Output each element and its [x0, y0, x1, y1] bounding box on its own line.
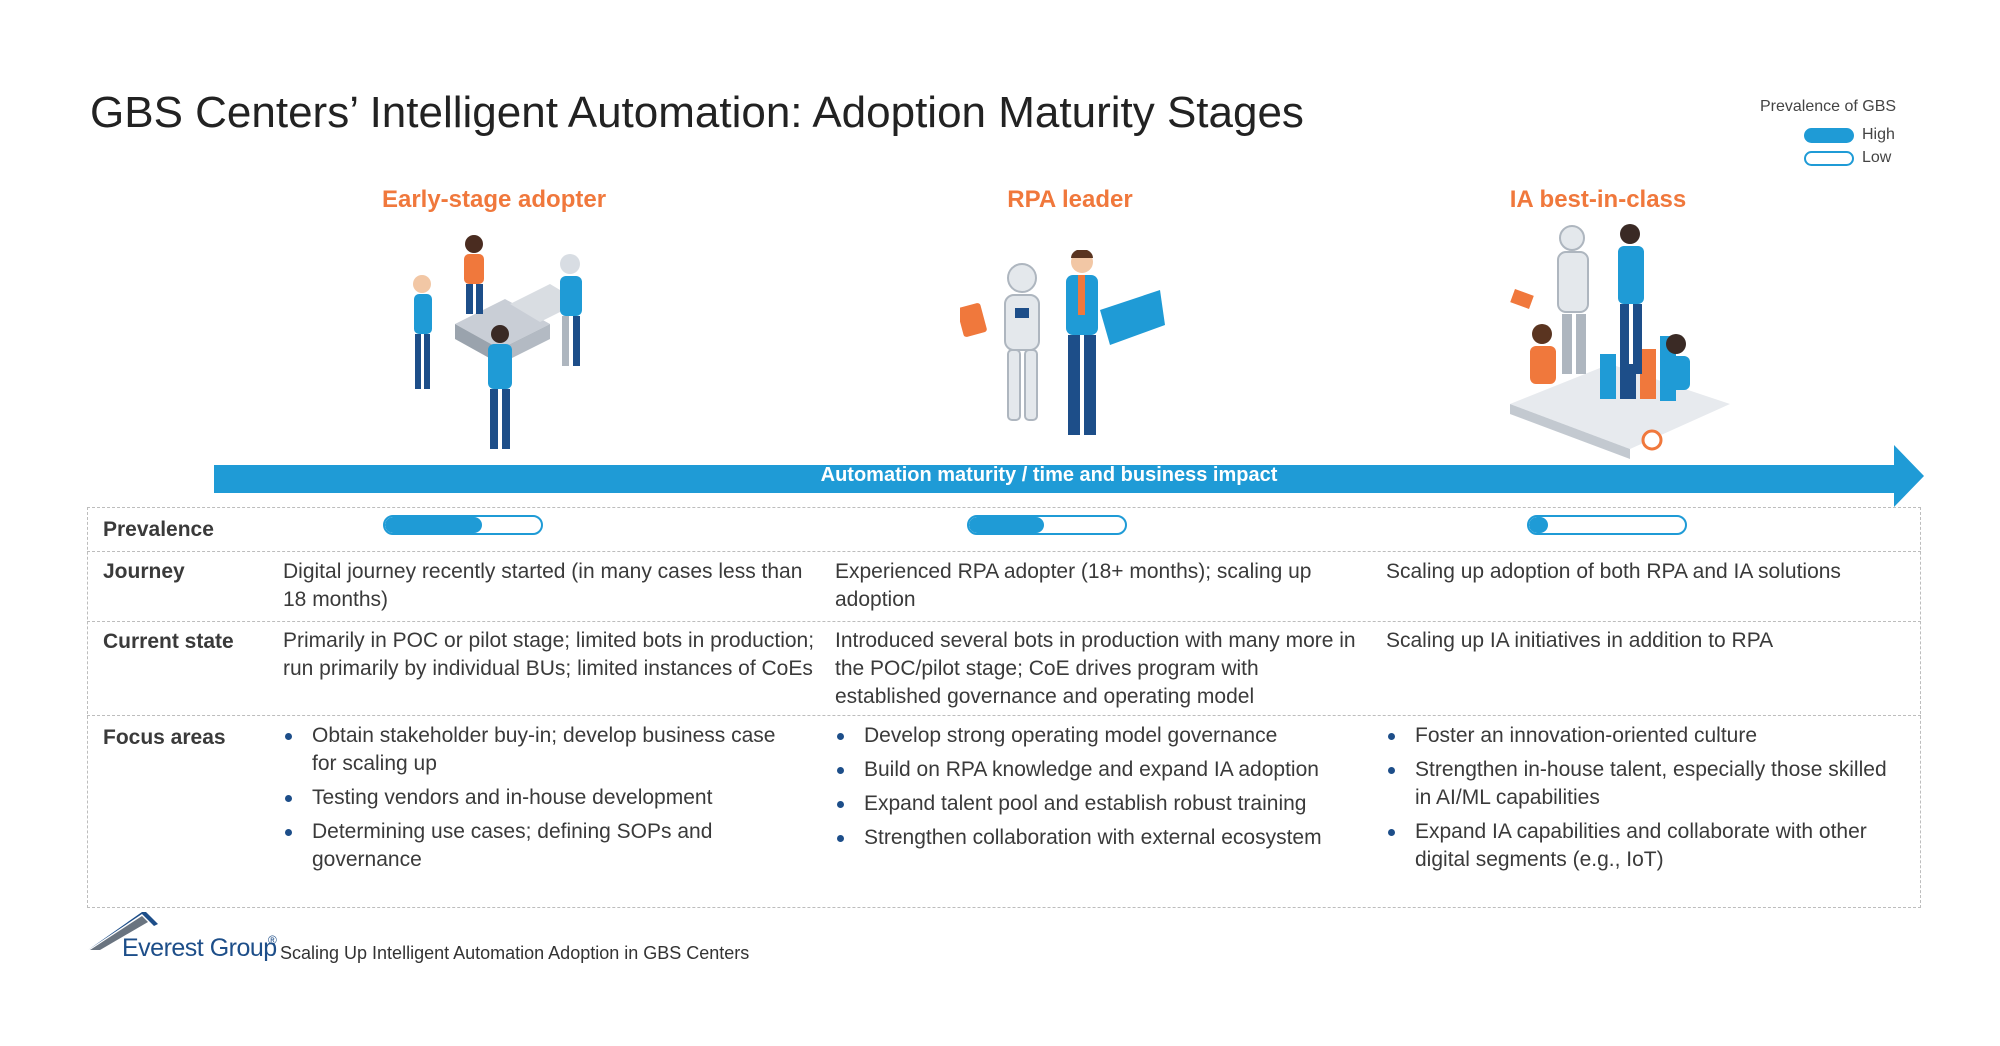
current-state-rpa: Introduced several bots in production wi… — [835, 629, 1356, 708]
footer-caption: Scaling Up Intelligent Automation Adopti… — [280, 943, 750, 963]
prevalence-bar-rpa — [967, 515, 1127, 535]
row-divider — [87, 551, 1921, 552]
list-item: Strengthen collaboration with external e… — [835, 824, 1370, 852]
prevalence-fill — [969, 517, 1044, 533]
list-item: Expand IA capabilities and collaborate w… — [1386, 818, 1906, 874]
everest-group-logo-mark — [88, 912, 158, 950]
list-item: Develop strong operating model governanc… — [835, 722, 1370, 750]
legend-high: High — [1804, 126, 1895, 144]
current-state-early: Primarily in POC or pilot stage; limited… — [283, 629, 815, 680]
maturity-arrow-label: Automation maturity / time and business … — [820, 464, 1278, 486]
prevalence-fill — [385, 517, 482, 533]
legend-high-swatch — [1804, 127, 1854, 143]
row-label-current-state: Current state — [103, 630, 234, 653]
prevalence-bar-early — [383, 515, 543, 535]
list-item: Build on RPA knowledge and expand IA ado… — [835, 756, 1370, 784]
legend-low: Low — [1804, 149, 1891, 167]
list-item: Strengthen in-house talent, especially t… — [1386, 756, 1906, 812]
legend-low-swatch — [1804, 150, 1854, 166]
maturity-arrow — [214, 445, 1924, 507]
list-item: Determining use cases; defining SOPs and… — [283, 818, 803, 874]
legend-title: Prevalence of GBS — [1760, 98, 1897, 115]
everest-group-logo-text: Everest Group — [122, 934, 277, 962]
puzzle-team-illustration — [413, 235, 582, 449]
ia-team-illustration — [1510, 224, 1730, 459]
focus-list-early: Obtain stakeholder buy-in; develop busin… — [283, 722, 803, 880]
stage-title-ia: IA best-in-class — [1509, 186, 1687, 213]
robot-businessman-illustration — [960, 250, 1165, 435]
maturity-table — [87, 507, 1921, 908]
legend-high-label: High — [1862, 126, 1895, 143]
legend-low-label: Low — [1862, 149, 1892, 166]
focus-list-ia: Foster an innovation-oriented culture St… — [1386, 722, 1906, 880]
row-divider — [87, 715, 1921, 716]
prevalence-bar-ia — [1527, 515, 1687, 535]
current-state-ia: Scaling up IA initiatives in addition to… — [1386, 629, 1774, 652]
row-label-prevalence: Prevalence — [103, 518, 214, 541]
journey-ia: Scaling up adoption of both RPA and IA s… — [1386, 560, 1841, 583]
list-item: Foster an innovation-oriented culture — [1386, 722, 1906, 750]
row-divider — [87, 621, 1921, 622]
stage-title-early: Early-stage adopter — [381, 186, 607, 213]
registered-mark: ® — [268, 933, 277, 947]
prevalence-fill — [1529, 517, 1548, 533]
list-item: Expand talent pool and establish robust … — [835, 790, 1370, 818]
page-title: GBS Centers’ Intelligent Automation: Ado… — [90, 88, 1304, 137]
stage-title-rpa: RPA leader — [1007, 186, 1133, 213]
list-item: Testing vendors and in-house development — [283, 784, 803, 812]
list-item: Obtain stakeholder buy-in; develop busin… — [283, 722, 803, 778]
journey-early: Digital journey recently started (in man… — [283, 560, 803, 611]
row-label-focus-areas: Focus areas — [103, 726, 226, 749]
focus-list-rpa: Develop strong operating model governanc… — [835, 722, 1370, 858]
row-label-journey: Journey — [103, 560, 185, 583]
journey-rpa: Experienced RPA adopter (18+ months); sc… — [835, 560, 1312, 611]
